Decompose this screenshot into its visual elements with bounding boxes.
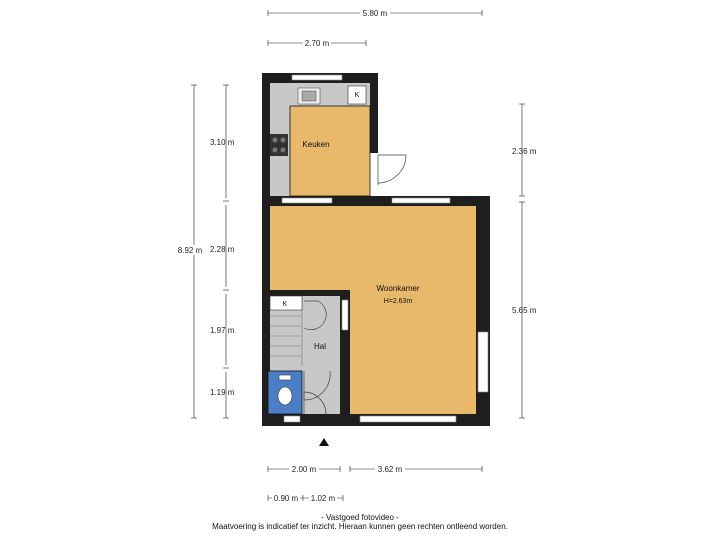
footer-line-1: - Vastgoed fotovideo - (321, 513, 399, 522)
kitchen-fixtures (269, 85, 367, 311)
doors (303, 154, 407, 415)
dim-bottom-left: 2.00 m (292, 465, 317, 474)
footer-line-2: Maatvoering is indicatief ter inzicht. H… (212, 522, 508, 531)
kast-top-label: K (355, 92, 360, 99)
dim-left-4: 1.19 m (210, 388, 235, 397)
room-label-keuken: Keuken (302, 140, 329, 149)
dim-right-1: 2.36 m (512, 147, 537, 156)
room-label-hal: Hal (314, 342, 326, 351)
toilet-icon (277, 386, 293, 406)
dim-left-3: 1.97 m (210, 326, 235, 335)
dim-bottom-small-2: 1.02 m (311, 494, 336, 503)
room-keuken (289, 105, 371, 197)
kast-top-box (347, 85, 367, 105)
dim-left-total: 8.92 m (178, 246, 203, 255)
floors (267, 83, 476, 415)
room-label-woonkamer: Woonkamer (377, 284, 420, 293)
dim-bottom-right: 3.62 m (378, 465, 403, 474)
dim-left-2: 2.28 m (210, 245, 235, 254)
room-height-woonkamer: H=2.63m (384, 298, 413, 305)
kast-hal-label: K (283, 301, 288, 308)
stove-icon (270, 134, 288, 156)
entrance-arrow-icon (319, 438, 329, 446)
dim-bottom-small-1: 0.90 m (274, 494, 299, 503)
dim-left-1: 3.10 m (210, 138, 235, 147)
kast-hal-box (269, 295, 303, 311)
dim-right-2: 5.65 m (512, 306, 537, 315)
dim-top-upper: 2.70 m (305, 39, 330, 48)
dim-top-total: 5.80 m (363, 9, 388, 18)
room-woonkamer (270, 206, 476, 290)
